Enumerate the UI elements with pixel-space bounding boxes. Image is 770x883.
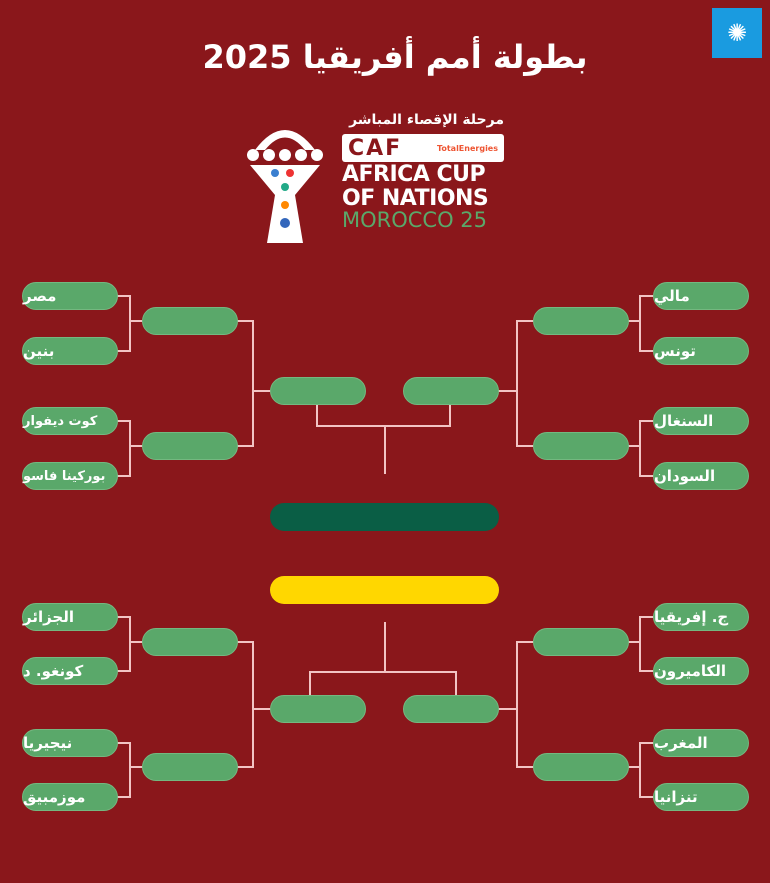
semifinal-slot <box>270 695 366 723</box>
quarterfinal-slot <box>533 753 629 781</box>
quarterfinal-slot <box>142 307 238 335</box>
logo-line1: AFRICA CUP <box>342 162 486 187</box>
team-pill: ج. إفريقيا <box>653 603 749 631</box>
quarterfinal-slot <box>533 307 629 335</box>
quarterfinal-slot <box>142 753 238 781</box>
team-pill: مالي <box>653 282 749 310</box>
team-pill: نيجيريا <box>22 729 118 757</box>
team-pill: بنين <box>22 337 118 365</box>
team-pill: السنغال <box>653 407 749 435</box>
team-pill: المغرب <box>653 729 749 757</box>
quarterfinal-slot <box>533 628 629 656</box>
semifinal-slot <box>270 377 366 405</box>
final-slot <box>270 503 499 531</box>
stage-label: مرحلة الإقصاء المباشر <box>349 112 504 128</box>
quarterfinal-slot <box>142 628 238 656</box>
page-title: بطولة أمم أفريقيا 2025 <box>202 38 588 76</box>
quarterfinal-slot <box>142 432 238 460</box>
team-pill: الجزائر <box>22 603 118 631</box>
afcon-logo: مرحلة الإقصاء المباشر CAF TotalEnergies A… <box>342 112 504 232</box>
team-pill: موزمبيق <box>22 783 118 811</box>
team-pill: تونس <box>653 337 749 365</box>
trophy-icon <box>247 130 323 243</box>
team-pill: السودان <box>653 462 749 490</box>
team-pill: مصر <box>22 282 118 310</box>
logo-line2: OF NATIONS <box>342 186 489 211</box>
caf-text: CAF <box>348 135 403 161</box>
team-pill: كونغو. د <box>22 657 118 685</box>
team-pill: تنزانيا <box>653 783 749 811</box>
sponsor-text: TotalEnergies <box>436 143 498 153</box>
team-pill: بوركينا فاسو <box>22 462 118 490</box>
team-pill: الكاميرون <box>653 657 749 685</box>
semifinal-slot <box>403 377 499 405</box>
team-pill: كوت ديفوار <box>22 407 118 435</box>
quarterfinal-slot <box>533 432 629 460</box>
logo-line3: MOROCCO 25 <box>342 208 488 232</box>
champion-slot <box>270 576 499 604</box>
al-jazeera-logo: ✺ <box>712 8 762 58</box>
semifinal-slot <box>403 695 499 723</box>
